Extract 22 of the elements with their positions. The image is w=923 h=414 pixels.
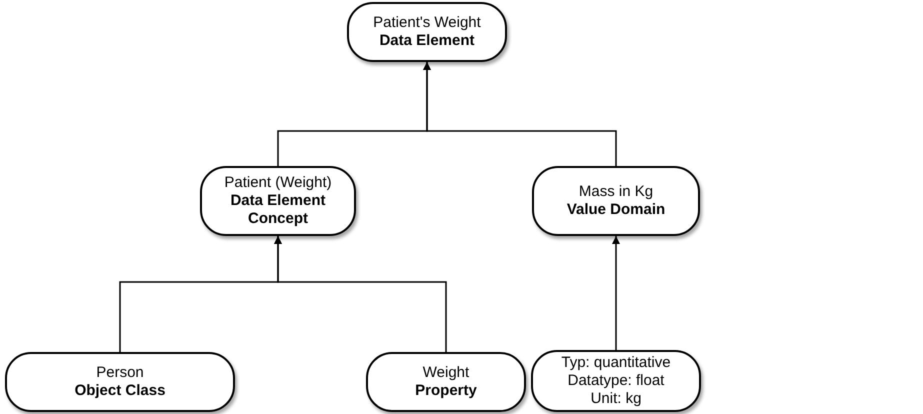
node-label: Person [96, 364, 144, 382]
rounded-node [5, 352, 235, 412]
node-type-label: Property [415, 382, 477, 400]
rounded-node [532, 166, 700, 236]
rounded-node [347, 2, 507, 62]
node-label: Typ: quantitative [561, 354, 671, 372]
connector-arrow [274, 236, 447, 352]
rounded-node [366, 352, 526, 412]
node-type-label: Data Element [379, 32, 475, 50]
connector-arrow [423, 62, 617, 166]
node-label: Patient (Weight) [224, 174, 332, 192]
node-type-label: Value Domain [566, 201, 666, 219]
rounded-node [531, 350, 701, 412]
node-type-label: Object Class [74, 382, 166, 400]
node-label: Mass in Kg [578, 183, 654, 201]
node-type-label: Data Element Concept [229, 192, 327, 228]
node-label: Datatype: float [568, 372, 664, 390]
connector-arrow [612, 236, 620, 350]
rounded-node [200, 166, 356, 236]
node-label: Patient's Weight [373, 14, 481, 32]
node-label: Unit: kg [590, 390, 642, 408]
node-label: Weight [422, 364, 470, 382]
